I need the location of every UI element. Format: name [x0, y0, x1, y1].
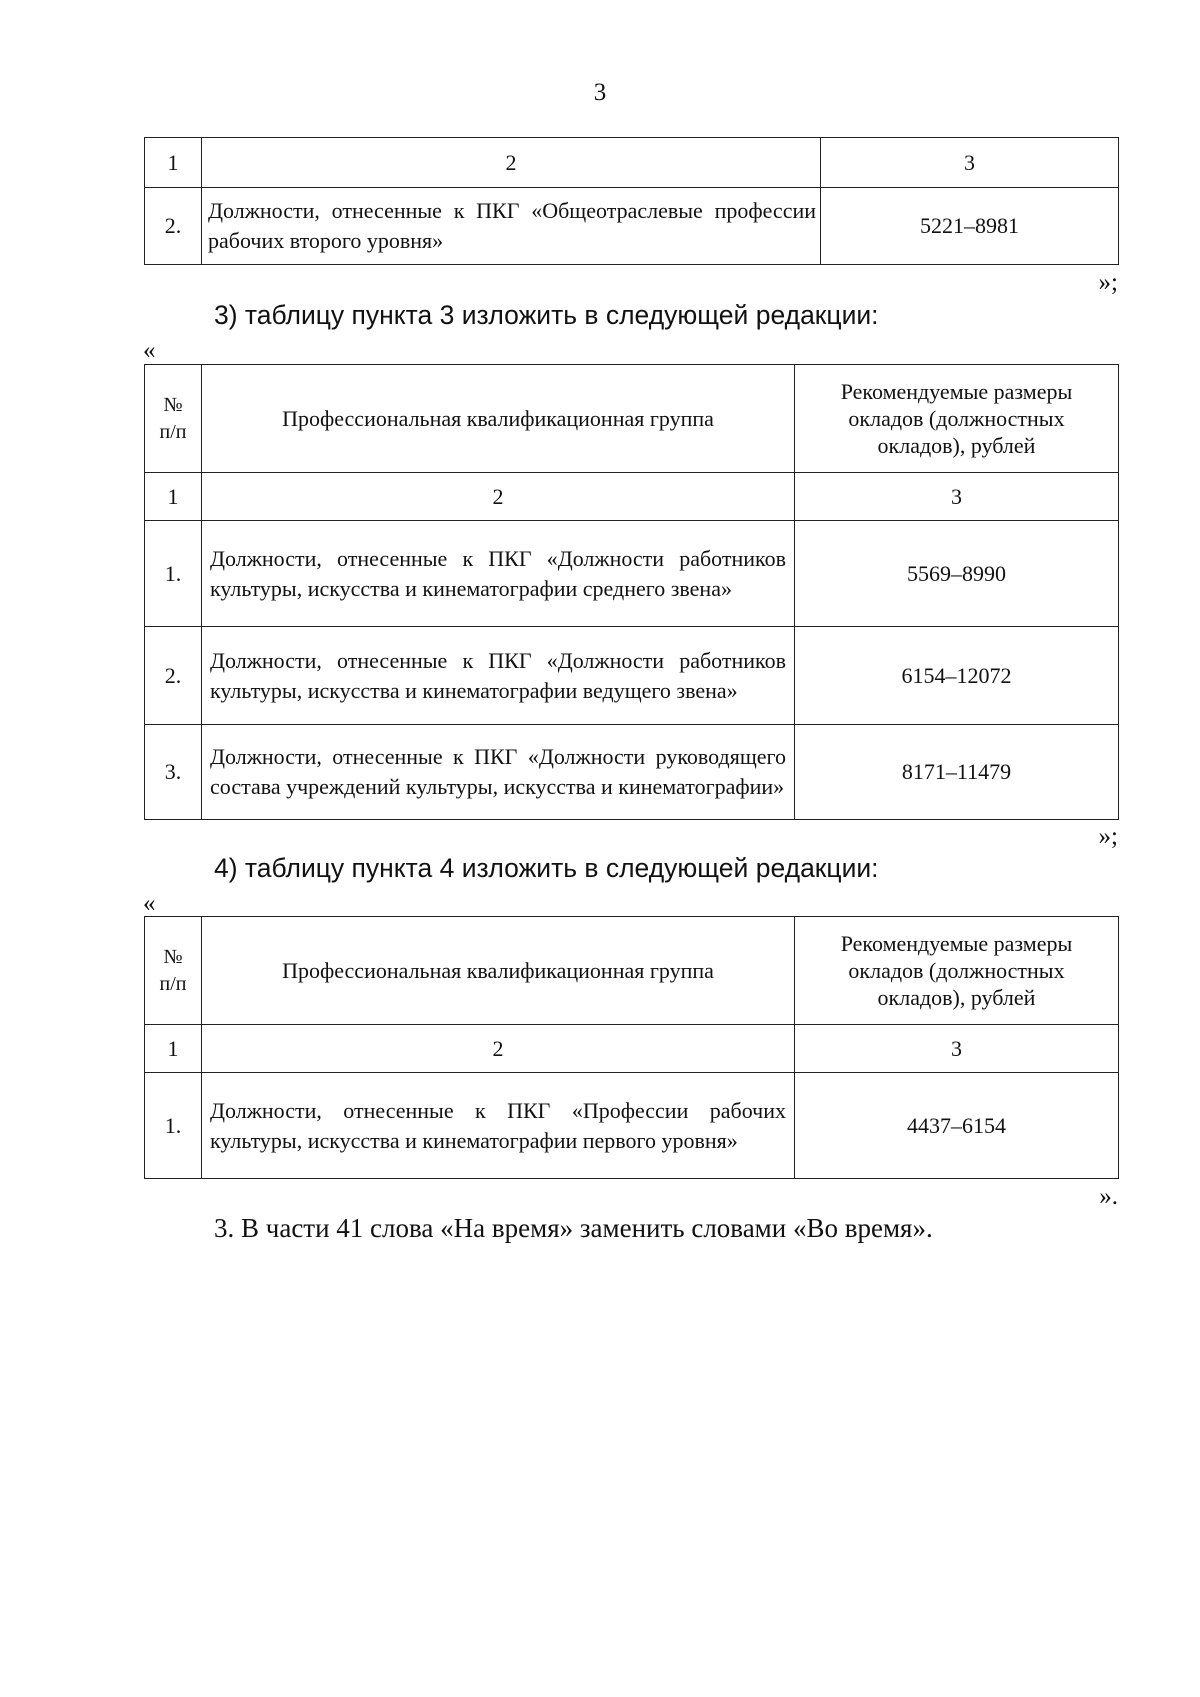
salary-cell: 6154–12072 [794, 626, 1119, 725]
group-cell: Должности, отнесенные к ПКГ «Общеотрасле… [201, 187, 821, 265]
row-number-cell: 2. [144, 626, 202, 725]
closing-quote: ». [1099, 1183, 1118, 1210]
group-cell: Должности, отнесенные к ПКГ «Профессии р… [201, 1072, 795, 1179]
opening-quote: « [143, 337, 156, 364]
page-number: 3 [593, 79, 607, 106]
header-salary-cell: Рекомендуемые размеры окладов (должностн… [794, 916, 1119, 1025]
salary-cell: 8171–11479 [794, 724, 1119, 820]
salary-cell: 5221–8981 [820, 187, 1119, 265]
column-number-row: 1 2 3 [144, 1024, 1119, 1073]
header-group-cell: Профессиональная квалификационная группа [201, 916, 795, 1025]
row-number-cell: 1. [144, 1072, 202, 1179]
table-item-4: № п/п Профессиональная квалификационная … [144, 916, 1119, 1179]
column-number-row: 1 2 3 [144, 472, 1119, 521]
col-number-cell: 3 [794, 1024, 1119, 1073]
header-number-cell: № п/п [144, 916, 202, 1025]
col-number-cell: 1 [144, 472, 202, 521]
salary-cell: 5569–8990 [794, 520, 1119, 627]
row-number-cell: 2. [144, 187, 202, 265]
table-row: 1. Должности, отнесенные к ПКГ «Професси… [144, 1072, 1119, 1179]
table-row: 3. Должности, отнесенные к ПКГ «Должност… [144, 724, 1119, 820]
table-row: 1. Должности, отнесенные к ПКГ «Должност… [144, 520, 1119, 627]
group-cell: Должности, отнесенные к ПКГ «Должности р… [201, 724, 795, 820]
salary-cell: 4437–6154 [794, 1072, 1119, 1179]
col-number-cell: 1 [144, 1024, 202, 1073]
table-row: 2. Должности, отнесенные к ПКГ «Общеотра… [144, 187, 1119, 265]
closing-quote: »; [1098, 269, 1118, 296]
col-number-cell: 2 [201, 472, 795, 521]
col-number-cell: 2 [201, 1024, 795, 1073]
col-number-cell: 3 [794, 472, 1119, 521]
opening-quote: « [143, 890, 156, 917]
col-number-cell: 2 [201, 137, 821, 188]
table-header-row: № п/п Профессиональная квалификационная … [144, 916, 1119, 1025]
col-number-cell: 3 [820, 137, 1119, 188]
paragraph-item-4: 4) таблицу пункта 4 изложить в следующей… [214, 853, 879, 883]
group-cell: Должности, отнесенные к ПКГ «Должности р… [201, 626, 795, 725]
paragraph-section-3: 3. В части 41 слова «На время» заменить … [214, 1213, 933, 1243]
row-number-cell: 3. [144, 724, 202, 820]
group-cell: Должности, отнесенные к ПКГ «Должности р… [201, 520, 795, 627]
header-salary-cell: Рекомендуемые размеры окладов (должностн… [794, 364, 1119, 473]
table-row: 2. Должности, отнесенные к ПКГ «Должност… [144, 626, 1119, 725]
col-number-cell: 1 [144, 137, 202, 188]
column-number-row: 1 2 3 [144, 137, 1119, 188]
paragraph-item-3: 3) таблицу пункта 3 изложить в следующей… [214, 300, 879, 330]
table-continuation: 1 2 3 2. Должности, отнесенные к ПКГ «Об… [144, 137, 1119, 265]
row-number-cell: 1. [144, 520, 202, 627]
table-item-3: № п/п Профессиональная квалификационная … [144, 364, 1119, 820]
closing-quote: »; [1098, 823, 1118, 850]
header-group-cell: Профессиональная квалификационная группа [201, 364, 795, 473]
header-number-cell: № п/п [144, 364, 202, 473]
table-header-row: № п/п Профессиональная квалификационная … [144, 364, 1119, 473]
